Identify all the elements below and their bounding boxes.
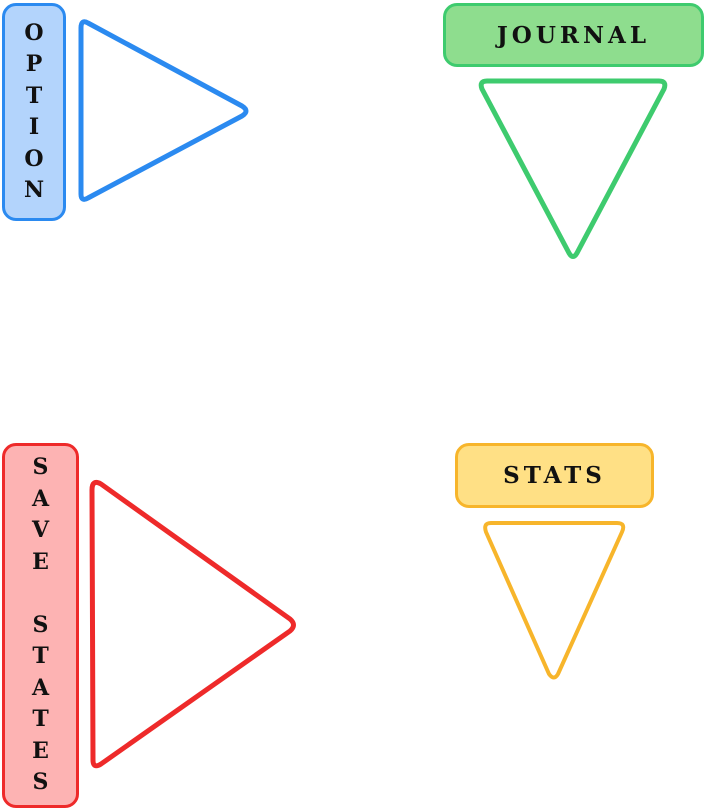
label-letter: I <box>28 114 40 140</box>
label-letter: S <box>32 454 49 481</box>
stats-label[interactable]: STATS <box>455 443 654 508</box>
label-letter: A <box>31 674 50 701</box>
label-letter: T <box>25 82 43 109</box>
label-letter: T <box>32 706 49 733</box>
label-letter: E <box>32 737 49 764</box>
save-states-play-triangle-icon[interactable] <box>89 480 296 769</box>
label-letter: V <box>31 517 50 544</box>
label-letter: A <box>31 485 50 512</box>
label-letter: O <box>24 145 44 172</box>
journal-down-triangle-icon[interactable] <box>478 78 668 259</box>
label-letter: N <box>23 177 45 203</box>
stats-down-triangle-icon[interactable] <box>483 521 626 680</box>
label-letter: E <box>32 548 49 575</box>
option-play-triangle-icon[interactable] <box>78 19 249 202</box>
label-letter: T <box>32 643 49 670</box>
label-letter: S <box>32 769 49 796</box>
label-letter: P <box>25 51 43 77</box>
label-letter: O <box>24 19 44 46</box>
label-letter: S <box>32 611 49 638</box>
journal-label[interactable]: JOURNAL <box>443 3 704 67</box>
